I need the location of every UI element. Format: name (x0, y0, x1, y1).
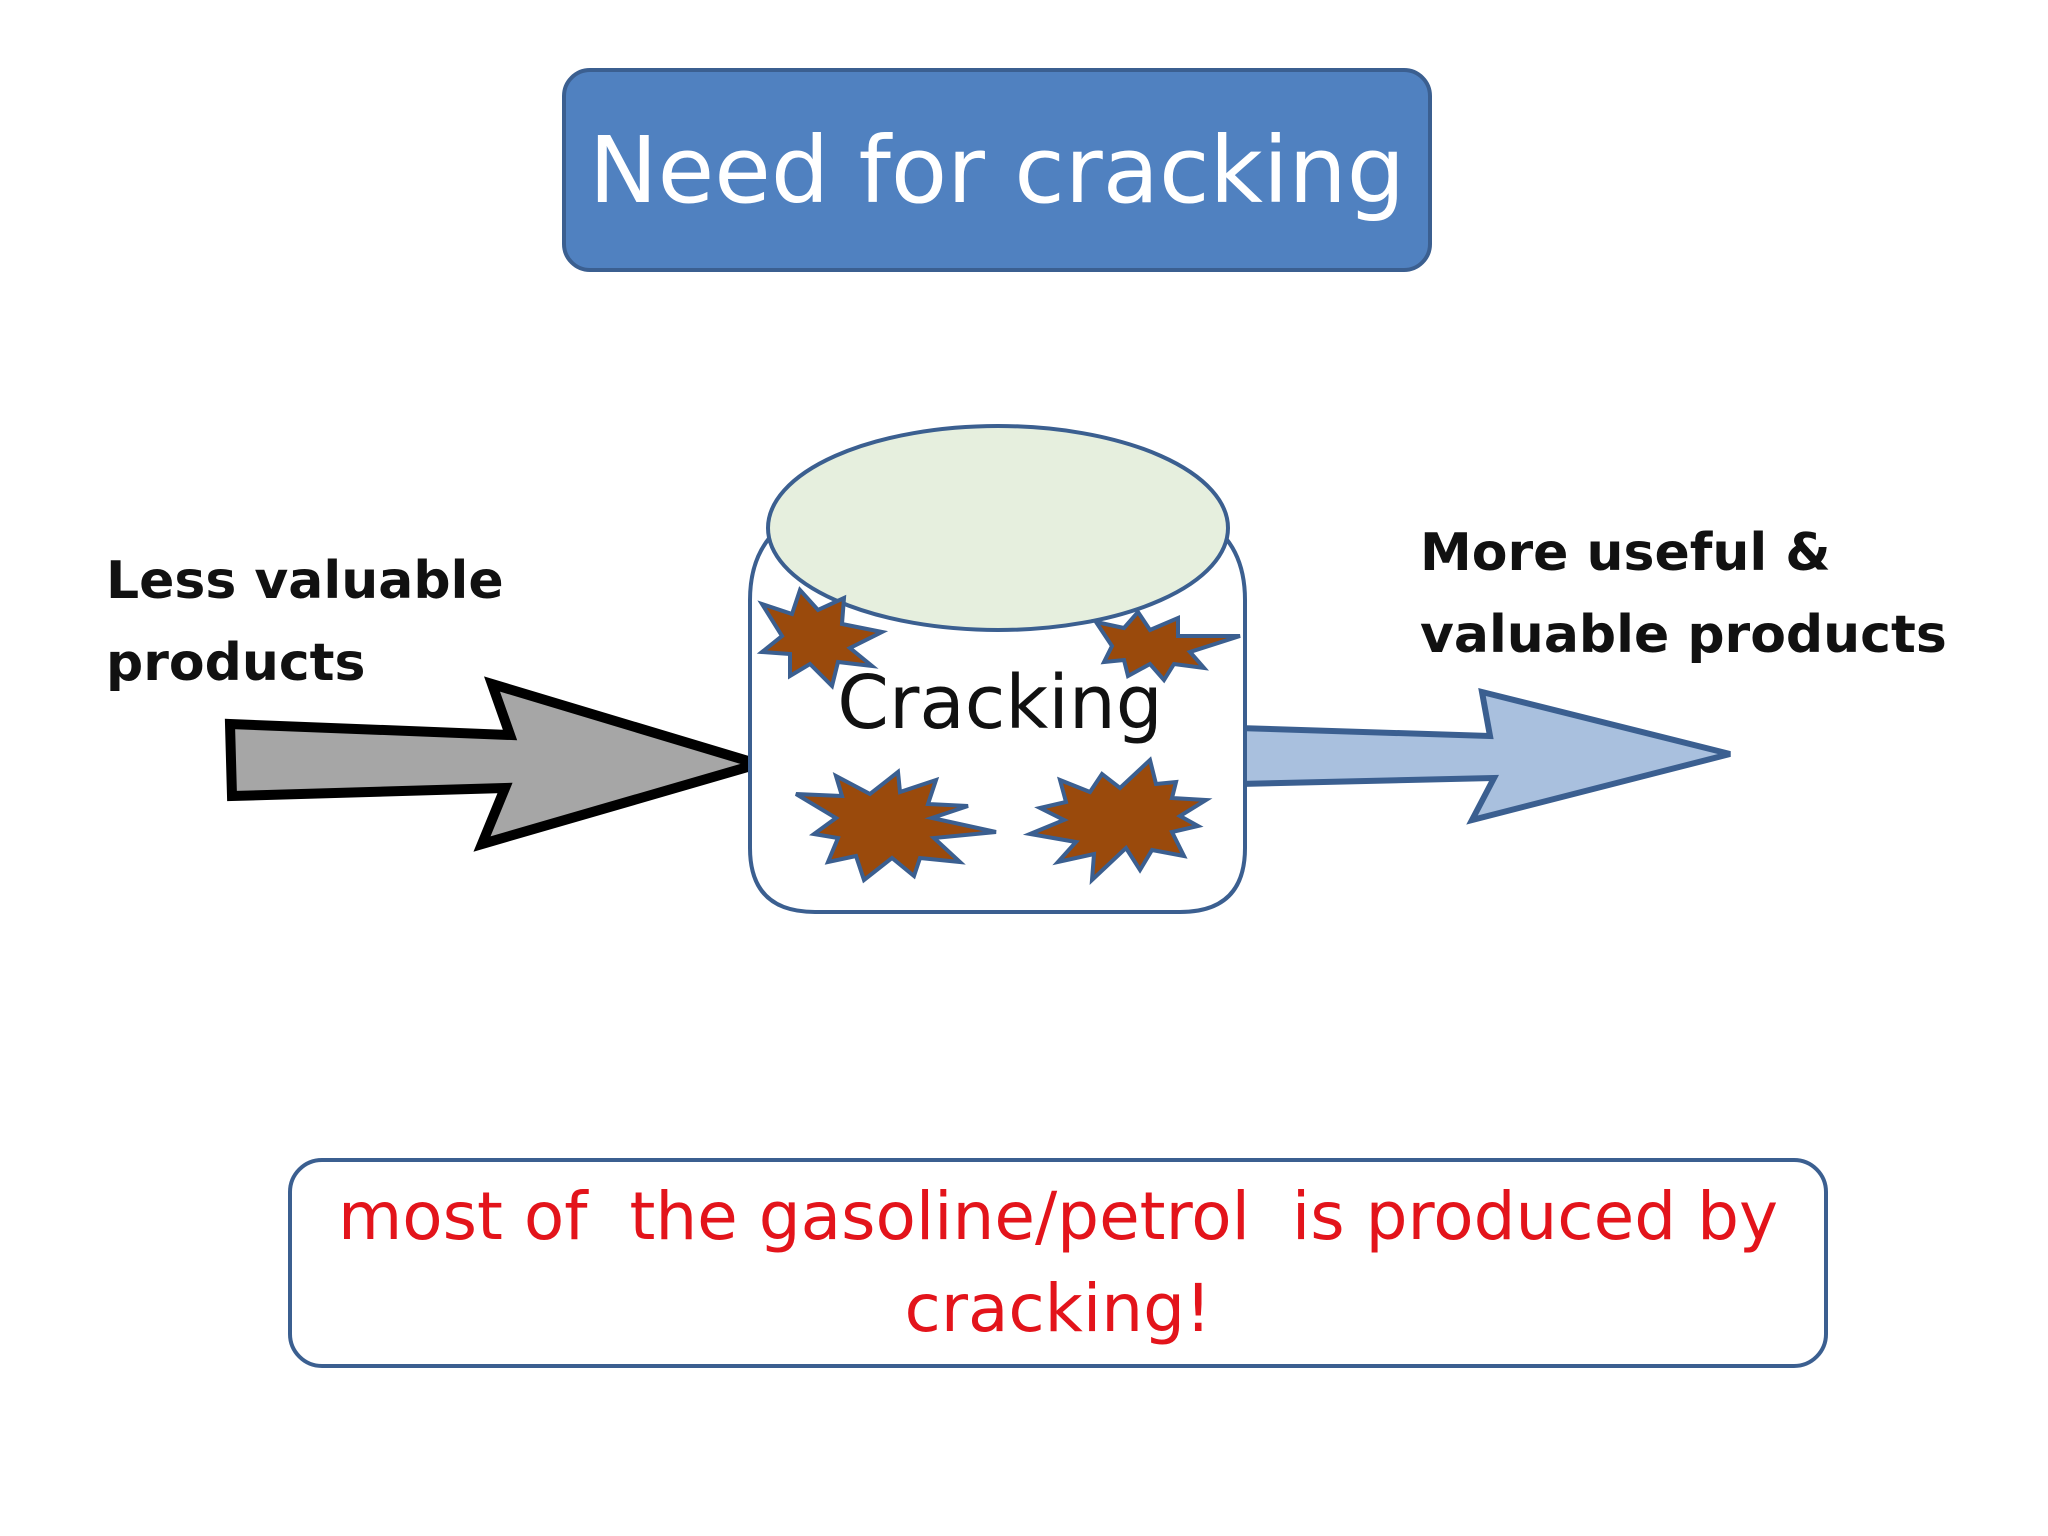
note-text: most of the gasoline/petrol is produced … (337, 1178, 1779, 1347)
input-arrow (224, 676, 776, 852)
output-label-line1: More useful & (1420, 523, 1831, 583)
burst-shape (1091, 608, 1241, 684)
vessel-top (766, 424, 1230, 632)
input-label-line2: products (106, 633, 366, 693)
burst-shape (756, 586, 889, 690)
input-label-line1: Less valuable (106, 551, 504, 611)
note-box: most of the gasoline/petrol is produced … (288, 1158, 1828, 1368)
output-arrow (1235, 687, 1731, 825)
burst-shape (794, 768, 997, 884)
input-label: Less valuable products (106, 540, 504, 704)
process-label: Cracking (837, 660, 1163, 746)
output-label: More useful & valuable products (1420, 512, 1947, 676)
burst-shape (1022, 756, 1213, 885)
output-label-line2: valuable products (1420, 605, 1947, 665)
page-title: Need for cracking (588, 116, 1406, 224)
title-banner: Need for cracking (562, 68, 1432, 272)
